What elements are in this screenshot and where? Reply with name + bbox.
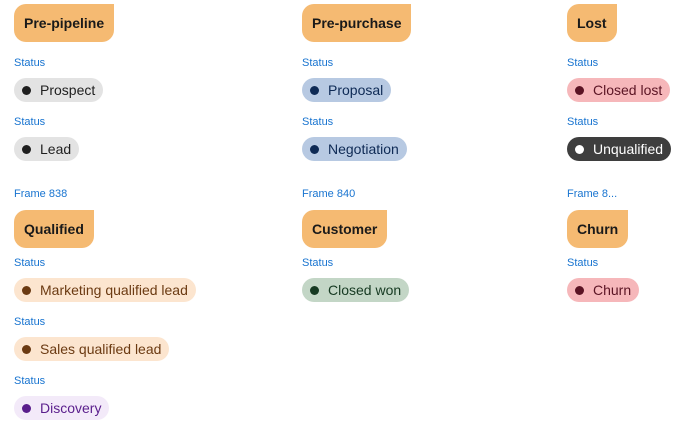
- frame-label-840: Frame 840: [302, 188, 356, 200]
- status-pill-label: Prospect: [40, 82, 96, 98]
- status-label: Status: [567, 57, 599, 69]
- status-dot-icon: [22, 344, 31, 354]
- status-label: Status: [567, 257, 599, 269]
- group-header-lost: Lost: [567, 4, 617, 42]
- frame-label-838: Frame 838: [14, 188, 68, 200]
- group-header-pre-pipeline: Pre-pipeline: [14, 4, 115, 42]
- status-pill-sales-qualified-lead[interactable]: Sales qualified lead: [14, 337, 170, 361]
- status-pill-closed-won[interactable]: Closed won: [302, 278, 410, 302]
- status-pill-negotiation[interactable]: Negotiation: [302, 137, 407, 161]
- status-dot-icon: [310, 285, 319, 295]
- status-pill-label: Sales qualified lead: [40, 341, 162, 357]
- status-pill-label: Churn: [593, 282, 632, 298]
- status-pill-label: Discovery: [40, 400, 102, 416]
- frame-label-8: Frame 8...: [567, 188, 618, 200]
- status-label: Status: [302, 116, 334, 128]
- status-label: Status: [14, 316, 46, 328]
- status-dot-icon: [22, 285, 31, 295]
- status-pill-unqualified[interactable]: Unqualified: [567, 137, 672, 161]
- status-pill-label: Closed won: [328, 282, 402, 298]
- status-dot-icon: [22, 144, 31, 154]
- status-pill-closed-lost[interactable]: Closed lost: [567, 78, 671, 102]
- status-pill-churn[interactable]: Churn: [567, 278, 640, 302]
- status-dot-icon: [22, 403, 31, 413]
- status-pill-label: Lead: [40, 141, 72, 157]
- status-label: Status: [14, 257, 46, 269]
- group-header-pre-purchase: Pre-purchase: [302, 4, 412, 42]
- status-pill-label: Marketing qualified lead: [40, 282, 188, 298]
- status-label: Status: [14, 375, 46, 387]
- status-pill-marketing-qualified-lead[interactable]: Marketing qualified lead: [14, 278, 196, 302]
- status-dot-icon: [575, 144, 584, 154]
- group-header-churn: Churn: [567, 210, 629, 248]
- status-label: Status: [302, 57, 334, 69]
- status-dot-icon: [575, 285, 584, 295]
- status-pill-proposal[interactable]: Proposal: [302, 78, 392, 102]
- group-header-qualified: Qualified: [14, 210, 94, 248]
- group-header-customer: Customer: [302, 210, 388, 248]
- status-pill-lead[interactable]: Lead: [14, 137, 80, 161]
- status-dot-icon: [310, 85, 319, 95]
- status-dot-icon: [310, 144, 319, 154]
- status-label: Status: [567, 116, 599, 128]
- status-pill-prospect[interactable]: Prospect: [14, 78, 104, 102]
- status-dot-icon: [575, 85, 584, 95]
- status-label: Status: [14, 116, 46, 128]
- status-pill-label: Negotiation: [328, 141, 399, 157]
- status-pill-label: Unqualified: [593, 141, 664, 157]
- status-label: Status: [302, 257, 334, 269]
- status-pill-discovery[interactable]: Discovery: [14, 396, 110, 420]
- status-pill-label: Closed lost: [593, 82, 663, 98]
- status-pill-label: Proposal: [328, 82, 384, 98]
- status-label: Status: [14, 57, 46, 69]
- status-dot-icon: [22, 85, 31, 95]
